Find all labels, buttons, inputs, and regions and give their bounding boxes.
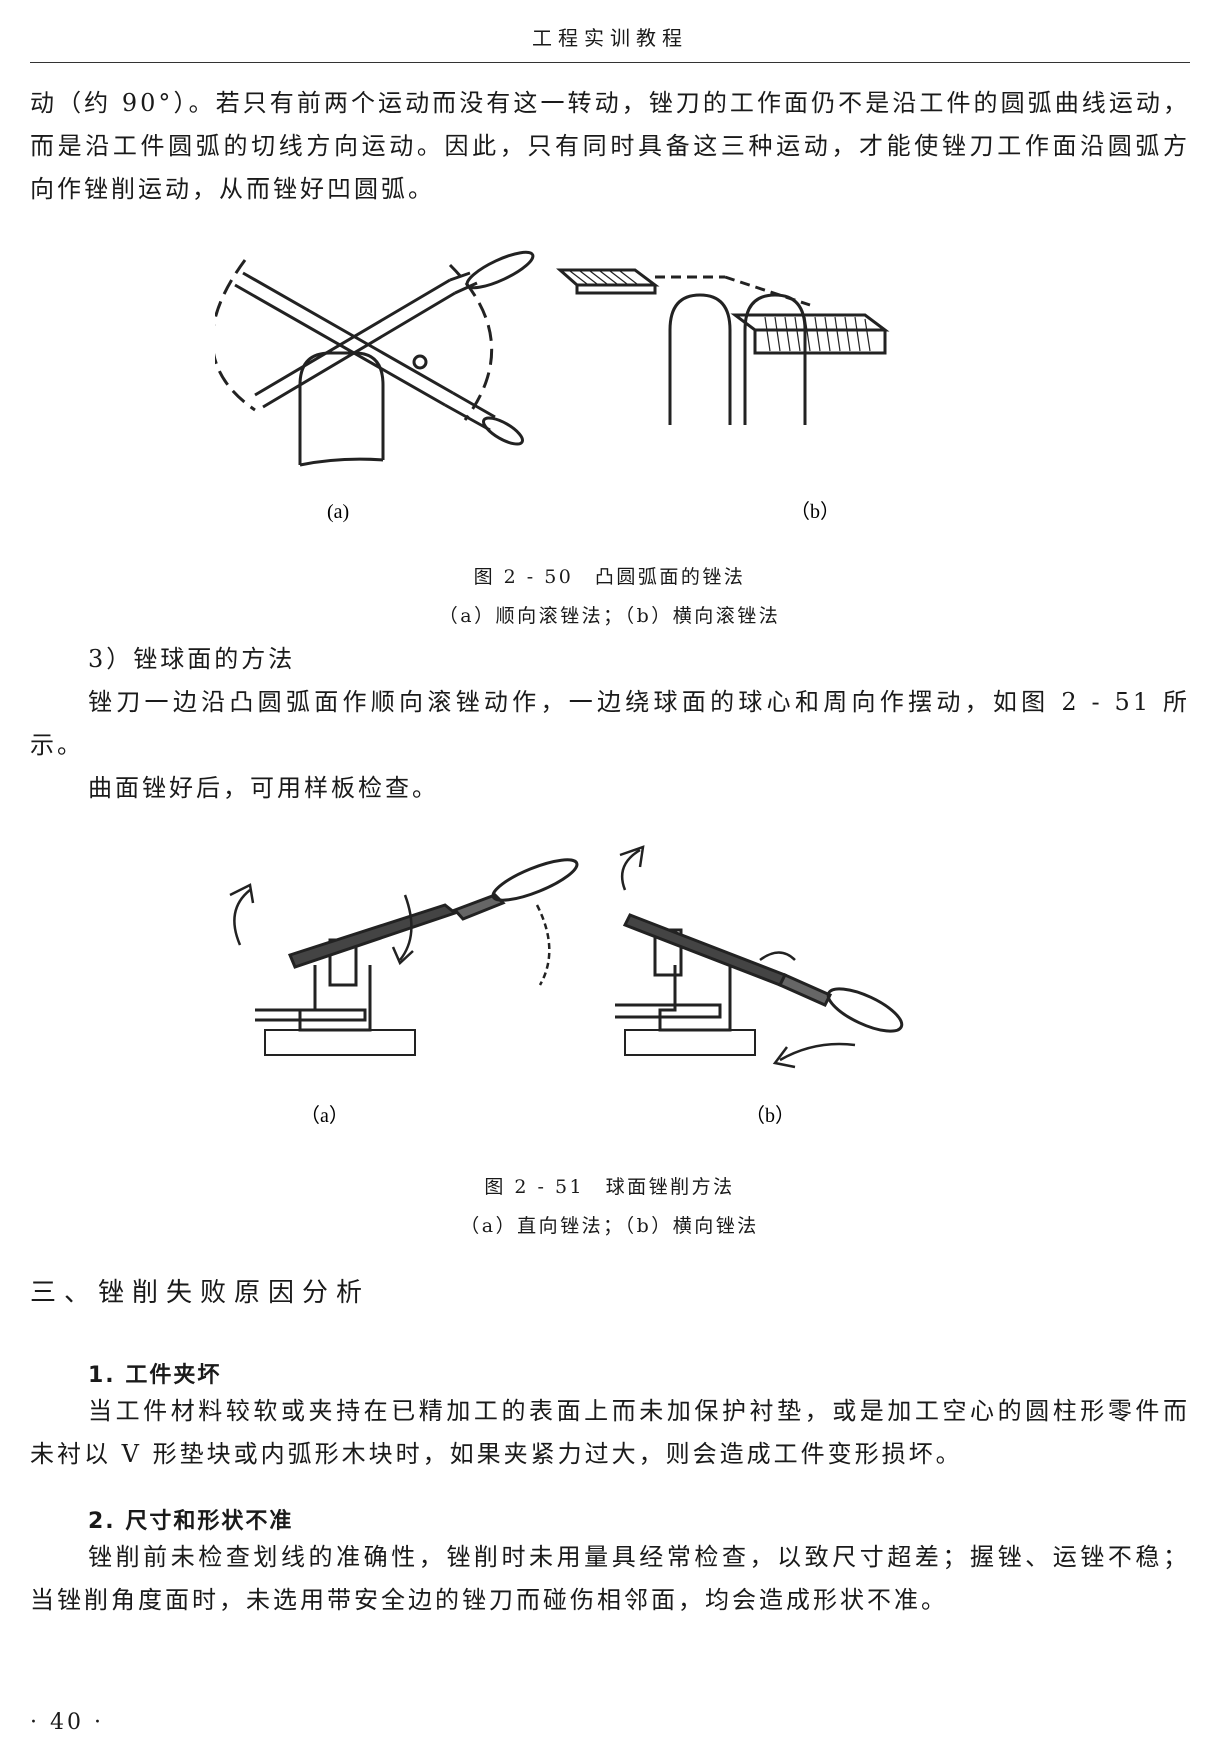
subheading-dimension-error: 2. 尺寸和形状不准 xyxy=(88,1509,294,1534)
paragraph-workpiece-damage: 当工件材料较软或夹持在已精加工的表面上而未加保护衬垫，或是加工空心的圆柱形零件而… xyxy=(30,1397,1190,1468)
running-header: 工程实训教程 xyxy=(532,26,688,50)
figure-2-50: (a) （b） xyxy=(215,250,890,523)
paragraph-template-check: 曲面锉好后，可用样板检查。 xyxy=(88,774,439,802)
figure-2-51-label-b: （b） xyxy=(745,1104,795,1127)
figure-2-50-label-a: (a) xyxy=(327,501,349,523)
figure-2-50b-drawing xyxy=(556,268,890,425)
subheading-workpiece-damage: 1. 工件夹坏 xyxy=(88,1363,222,1388)
figure-2-51b-drawing xyxy=(615,845,904,1069)
figure-2-50a-drawing xyxy=(215,250,535,467)
figure-2-51-subcaption: （a）直向锉法；（b）横向锉法 xyxy=(460,1215,759,1237)
figure-2-50-label-b: （b） xyxy=(790,500,840,523)
paragraph-concave-arc: 动（约 90°）。若只有前两个运动而没有这一转动，锉刀的工作面仍不是沿工件的圆弧… xyxy=(30,89,1190,203)
figure-2-51-label-a: （a） xyxy=(300,1104,349,1127)
step-3-title: 3）锉球面的方法 xyxy=(88,645,296,673)
section-heading-failure-analysis: 三、锉削失败原因分析 xyxy=(30,1278,371,1308)
figure-2-51a-drawing xyxy=(229,858,579,1056)
page-number: · 40 · xyxy=(30,1710,104,1735)
paragraph-dimension-error: 锉削前未检查划线的准确性，锉削时未用量具经常检查，以致尺寸超差；握锉、运锉不稳；… xyxy=(30,1543,1190,1614)
header-rule xyxy=(30,62,1190,63)
figure-2-50-subcaption: （a）顺向滚锉法；（b）横向滚锉法 xyxy=(438,605,781,627)
paragraph-spherical-filing: 锉刀一边沿凸圆弧面作顺向滚锉动作，一边绕球面的球心和周向作摆动，如图 2 - 5… xyxy=(30,688,1190,759)
figure-2-51: （a） （b） xyxy=(229,845,904,1127)
figure-2-51-caption: 图 2 - 51 球面锉削方法 xyxy=(484,1176,735,1198)
figure-2-50-caption: 图 2 - 50 凸圆弧面的锉法 xyxy=(473,566,746,588)
